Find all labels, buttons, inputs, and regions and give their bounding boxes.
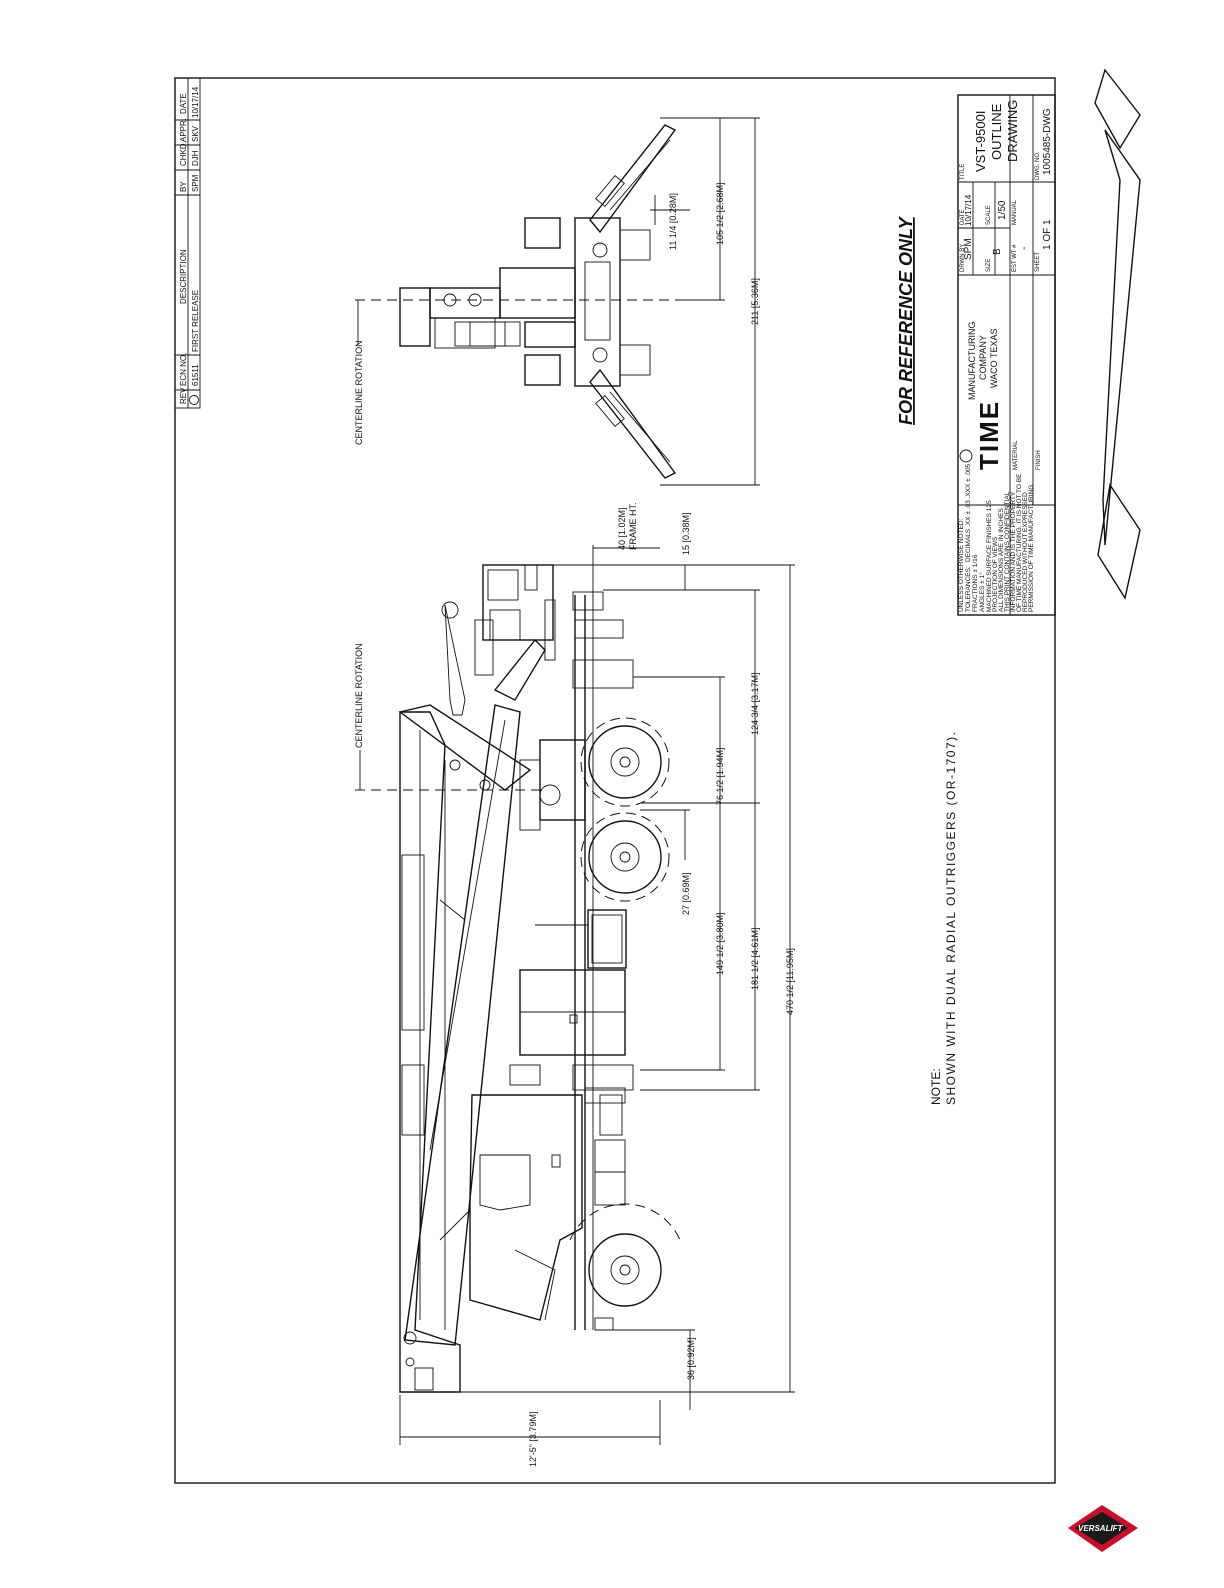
rev-appr-value: SKV [191,125,200,142]
fuel-tank [519,969,626,1056]
dim-rear-spread: 211 [5.36M] [750,278,760,325]
revision-block: REV ECN NO. DESCRIPTION BY CHKD. APPR. D… [174,77,201,409]
tol-line-8: THIS PRINT CONTAINS CONFIDENTIAL [1004,491,1011,612]
centerline-label-side: CENTERLINE ROTATION [354,643,364,748]
scale-value: 1/50 [997,200,1008,220]
dim-frame-height: 40 [1.02M] [617,507,627,550]
tol-line-11: REPRODUCED WITHOUT EXPRESSED [1022,492,1029,612]
drwn-by-label: DRWN BY [960,244,966,272]
dim-overall-length: 470 1/2 [11.95M] [785,948,795,1015]
dim-frame-height-label: FRAME HT. [628,502,638,550]
rev-date-value: 10/17/14 [191,86,200,118]
note-text: SHOWN WITH DUAL RADIAL OUTRIGGERS (OR-17… [944,731,958,1105]
title-line-1: VST-9500I [973,111,988,172]
toolbox [587,909,627,969]
tol-line-10: OF TIME MANUFACTURING. IT IS NOT TO BE [1016,473,1023,612]
note-title: NOTE: [929,1068,943,1105]
rev-marker-icon [189,395,199,405]
date-label: DATE [960,209,966,225]
dim-124: 124 3/4 [3.17M] [750,672,760,735]
tol-line-7: ALL DIMENSIONS ARE IN INCHES [998,508,1005,612]
turret [493,638,586,831]
est-wt-value: - [1019,247,1030,250]
dim-76: 76 1/2 [1.94M] [715,747,725,805]
rev-chkd-value: DJH [191,150,200,166]
drwn-by-value: SPM [963,238,974,260]
for-reference-only-label: FOR REFERENCE ONLY [896,215,916,425]
company-logo: TIME [974,400,1004,470]
front-wheel [569,1203,681,1307]
rear-wheel-2 [580,812,670,902]
rev-header-by: BY [179,181,188,192]
finish-label: FINISH [1036,450,1042,470]
rev-header-date: DATE [179,93,188,114]
clock-icon [959,449,973,463]
size-label: SIZE [986,259,992,272]
est-wt-label: EST WT # [1012,244,1018,272]
centerline-label-rear: CENTERLINE ROTATION [354,340,364,445]
tol-line-2: FRACTIONS ± 1/16 [972,554,979,612]
rev-header-chkd: CHKD. [179,141,188,166]
size-value: B [992,248,1003,255]
rear-wheel-1 [580,717,670,807]
tol-line-6: PROJECTION OF VIEWS [992,536,999,612]
rear-dimensions: 211 [5.36M] 105 1/2 [2.68M] 11 1/4 [0.28… [650,117,760,486]
dim-15: 15 [0.38M] [681,512,691,555]
tol-line-4: DECIMALS .XX ± .03 .XXX ± .005 [965,463,972,562]
rev-header-appr: APPR. [179,118,188,142]
dim-rear-half-spread: 105 1/2 [2.68M] [715,182,725,245]
sheet-value: 1 OF 1 [1042,219,1053,250]
drawing-border [174,77,1056,1484]
rev-description-value: FIRST RELEASE [191,290,200,352]
scale-label: SCALE [986,205,992,225]
chassis-frame [572,591,634,1330]
title-block: UNLESS OTHERWISE NOTED: TOLERANCES: FRAC… [957,94,1056,616]
dim-149: 149 1/2 [3.80M] [715,912,725,975]
company-line-2: COMPANY [978,335,988,380]
rev-header-ecn: ECN NO. [179,353,188,386]
tol-line-12: PERMISSION OF TIME MANUFACTURING. [1028,483,1035,612]
title-label: TITLE [960,164,966,180]
boom [398,704,532,1393]
decorative-stripes [1094,68,1141,600]
dim-front-overhang: 36 [0.92M] [686,1337,696,1380]
rev-header-rev: REV [179,387,188,404]
tol-line-1: TOLERANCES: [965,566,972,612]
title-line-2: OUTLINE [989,103,1004,160]
company-line-3: WACO TEXAS [989,328,999,388]
tol-line-3: ANGLES ± 1° [978,572,986,612]
dwg-no-value: 1005485-DWG [1042,108,1053,175]
material-label: MATERIAL [1013,440,1019,470]
dim-overall-height: 12'-5" [3.79M] [528,1412,538,1467]
tol-line-5: MACHINED SURFACE FINISHES 125 [986,500,993,612]
dim-27: 27 [0.69M] [681,872,691,915]
sheet-label: SHEET [1035,252,1041,272]
dim-rear-pad-rise: 11 1/4 [0.28M] [668,193,678,250]
truck-cab [469,1094,626,1321]
dim-181: 181 1/2 [4.61M] [750,927,760,990]
tol-line-0: UNLESS OTHERWISE NOTED: [958,518,965,612]
versalift-logo-text: VERSALIFT [1078,1524,1124,1533]
side-dimensions: 12'-5" [3.79M] 36 [0.92M] 470 1/2 [11.95… [354,502,795,1467]
manual-label: MANUAL [1012,199,1018,225]
platform-bucket [441,564,556,716]
rev-by-value: SPM [191,174,200,192]
rev-header-description: DESCRIPTION [179,249,188,304]
dwg-no-label: DWG. NO. [1035,151,1041,180]
versalift-logo: VERSALIFT [1068,1505,1138,1552]
date-value: 10/17/14 [964,194,973,226]
title-line-3: DRAWING [1005,100,1020,162]
rev-ecn-value: 61511 [191,364,200,386]
company-line-1: MANUFACTURING [967,322,977,401]
tol-line-9: INFORMATION AND IS THE PROPERTY [1010,491,1017,612]
truck-rear-view: CENTERLINE ROTATION [354,117,680,486]
truck-side-view [355,564,681,1393]
